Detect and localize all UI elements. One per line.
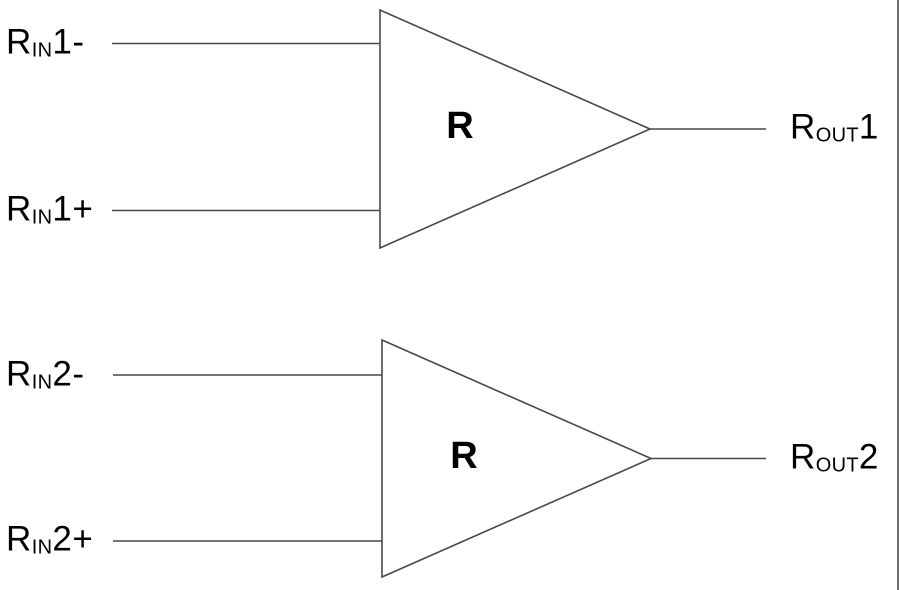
label-subscript: IN xyxy=(31,39,53,62)
label-main: R xyxy=(790,107,816,147)
receiver1-gate-label: R xyxy=(446,105,474,147)
label-suffix: 1 xyxy=(858,107,879,147)
label-subscript: IN xyxy=(31,206,53,229)
label-main: R xyxy=(6,519,32,559)
label-suffix: 2+ xyxy=(52,519,94,559)
receiver1-output-label: ROUT1 xyxy=(790,109,879,145)
label-suffix: 1- xyxy=(52,22,85,62)
label-subscript: IN xyxy=(31,371,53,394)
receiver2-output-label: ROUT2 xyxy=(790,439,879,475)
receiver2-input-plus-label: RIN2+ xyxy=(6,521,93,557)
label-subscript: OUT xyxy=(815,124,859,147)
receiver1-input-minus-label: RIN1- xyxy=(6,24,85,60)
label-main: R xyxy=(6,189,32,229)
label-main: R xyxy=(6,22,32,62)
receiver1-input-plus-label: RIN1+ xyxy=(6,191,93,227)
label-suffix: 1+ xyxy=(52,189,94,229)
label-suffix: 2 xyxy=(858,437,879,477)
label-subscript: IN xyxy=(31,536,53,559)
label-suffix: 2- xyxy=(52,354,85,394)
label-subscript: OUT xyxy=(815,454,859,477)
receiver2-amplifier-triangle xyxy=(381,338,653,579)
receiver2-gate-label: R xyxy=(450,435,478,477)
label-main: R xyxy=(790,437,816,477)
receiver1-amplifier-triangle xyxy=(379,8,652,250)
label-main: R xyxy=(6,354,32,394)
receiver2-input-minus-label: RIN2- xyxy=(6,356,85,392)
